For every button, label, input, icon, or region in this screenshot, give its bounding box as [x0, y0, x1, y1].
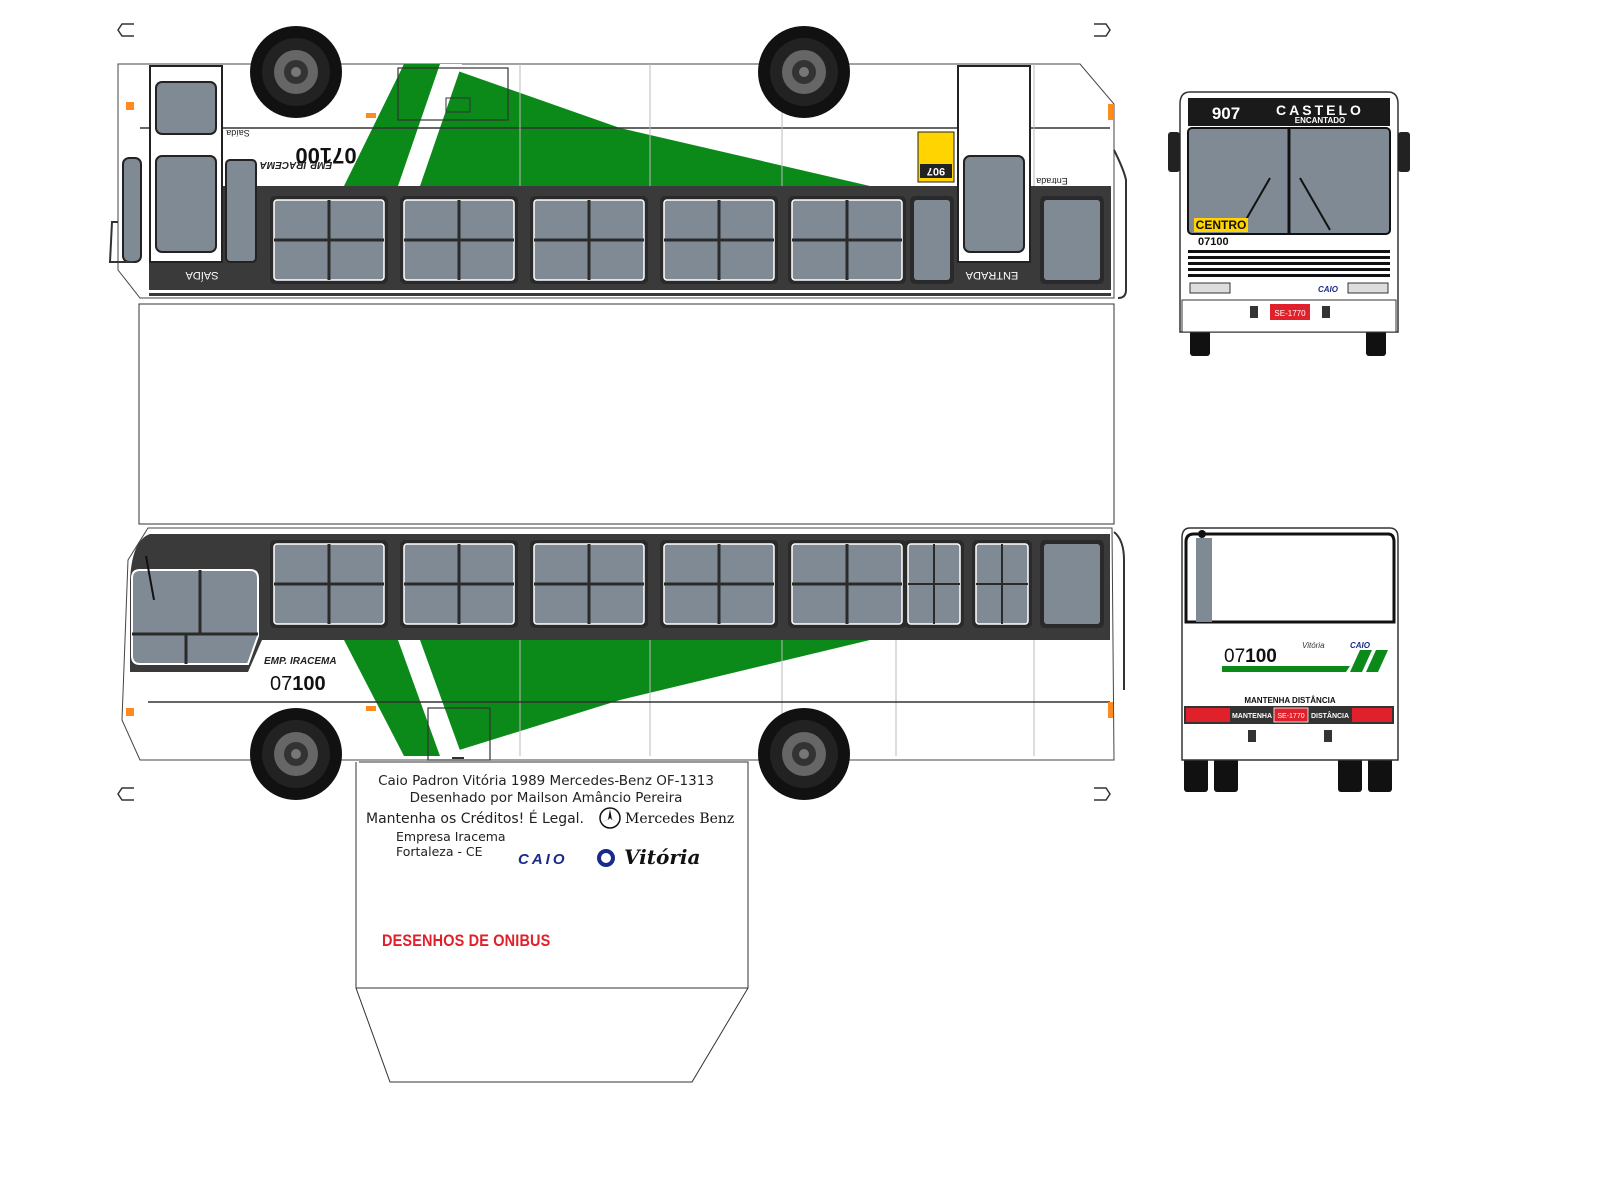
fleet-number-bottom: 07100 [270, 673, 326, 695]
credits-line1: Caio Padron Vitória 1989 Mercedes-Benz O… [378, 773, 714, 789]
caio-rear: CAIO [1350, 641, 1371, 650]
rear-notice: MANTENHA DISTÂNCIA [1244, 696, 1335, 705]
entry-label-top: ENTRADA [965, 269, 1018, 281]
company-bottom: EMP. IRACEMA [264, 656, 337, 667]
route-card-top: 907 [927, 165, 945, 177]
plate-rear: SE-1770 [1277, 713, 1304, 720]
fleet-number-front: 07100 [1198, 236, 1229, 248]
route-number-front: 907 [1212, 104, 1240, 123]
credits-line3: Mantenha os Créditos! É Legal. [366, 811, 585, 827]
green-stripe-top [344, 64, 870, 186]
cut-marks [117, 23, 1111, 801]
company-line2: Fortaleza - CE [396, 844, 483, 859]
company-top: EMP. IRACEMA [260, 159, 333, 170]
wheel-icon [250, 26, 342, 118]
green-stripe-bottom [344, 640, 870, 756]
exit-small-top: Saída [226, 128, 250, 138]
front-view: 907 CASTELO ENCANTADO CENTRO 07100 CAIO … [1168, 91, 1410, 356]
company-line1: Empresa Iracema [396, 829, 506, 844]
rear-right: DISTÂNCIA [1311, 711, 1349, 720]
destination-line2: ENCANTADO [1295, 116, 1346, 125]
credits-panel [355, 761, 749, 1083]
destination-line1: CASTELO [1276, 102, 1364, 118]
fleet-number-top: 07100 [295, 143, 356, 168]
caio-logo-icon [597, 849, 615, 867]
credits-line2: Desenhado por Mailson Amâncio Pereira [409, 790, 683, 806]
vitoria-logo: Vitória [624, 845, 701, 869]
side-view-bottom: EMP. IRACEMA 07100 [121, 527, 1125, 800]
caio-logo: CAIO [518, 851, 568, 868]
rear-view: 07100 Vitória CAIO MANTENHA DISTÂNCIA MA… [1181, 527, 1399, 792]
company-info: Empresa Iracema Fortaleza - CE [396, 829, 506, 859]
fleet-number-rear: 07100 [1224, 646, 1277, 667]
front-sign: CENTRO [1196, 218, 1247, 232]
plate-front: SE-1770 [1274, 309, 1306, 318]
entry-small-top: Entrada [1036, 176, 1068, 186]
caio-front: CAIO [1318, 285, 1339, 294]
exit-label-top: SAÍDA [185, 269, 219, 282]
roof-panel [138, 303, 1115, 525]
body-brand-rear: Vitória [1302, 641, 1325, 650]
credits-title: Caio Padron Vitória 1989 Mercedes-Benz O… [356, 773, 736, 807]
watermark: DESENHOS DE ONIBUS [382, 931, 551, 950]
mercedes-star-icon [599, 807, 621, 829]
rear-left: MANTENHA [1232, 713, 1272, 720]
side-view-top: SAÍDA ENTRADA Saída Entrada 07100 EMP. I… [108, 26, 1127, 299]
mercedes-brand: Mercedes Benz [625, 811, 735, 827]
